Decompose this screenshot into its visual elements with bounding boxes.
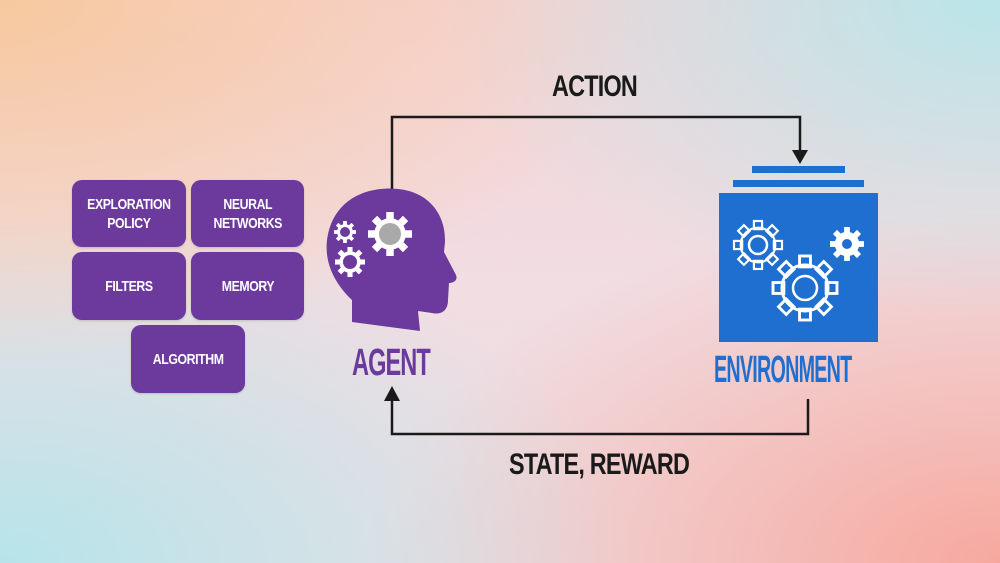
environment-label: ENVIRONMENT xyxy=(714,349,852,391)
state-reward-label: STATE, REWARD xyxy=(509,448,690,481)
action-arrow xyxy=(390,115,808,193)
agent-label: AGENT xyxy=(352,342,431,384)
action-label: ACTION xyxy=(552,70,638,103)
head-with-gears-icon xyxy=(326,188,457,331)
server-with-gears-icon xyxy=(719,166,878,342)
state-reward-arrow xyxy=(384,386,810,436)
module-algorithm: ALGORITHM xyxy=(131,325,245,393)
module-exploration-policy: EXPLORATION POLICY xyxy=(72,180,186,247)
module-memory: MEMORY xyxy=(191,252,304,320)
module-filters: FILTERS xyxy=(72,252,186,320)
module-neural-networks: NEURAL NETWORKS xyxy=(191,180,304,247)
